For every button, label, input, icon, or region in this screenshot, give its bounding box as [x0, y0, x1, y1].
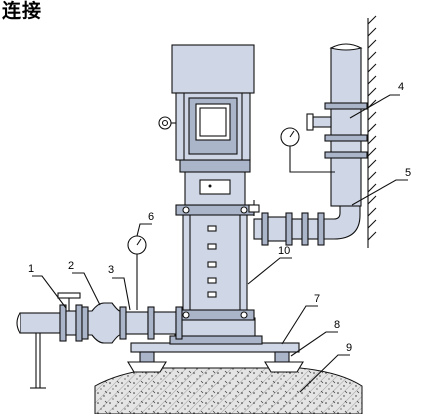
callout-9: 9	[346, 342, 352, 354]
diagram-title: 连接	[2, 0, 43, 22]
leader-lines	[32, 94, 408, 393]
callout-5: 5	[405, 167, 411, 179]
callout-3: 3	[108, 264, 114, 276]
coupling-bracket	[179, 159, 251, 206]
ground	[94, 367, 363, 415]
motor	[158, 44, 255, 161]
suction-pipe	[16, 292, 183, 389]
discharge-gauge-icon	[280, 127, 335, 173]
callout-10: 10	[278, 245, 290, 257]
pump-body	[175, 204, 255, 321]
callout-1: 1	[28, 263, 34, 275]
callout-2: 2	[68, 260, 74, 272]
wall	[367, 15, 377, 248]
callout-8: 8	[334, 319, 340, 331]
discharge-pipe	[248, 43, 368, 246]
suction-gauge-icon	[127, 235, 147, 310]
callout-4: 4	[398, 81, 404, 93]
pump-base	[169, 317, 263, 345]
callout-7: 7	[314, 293, 320, 305]
callout-6: 6	[148, 211, 154, 223]
callout-labels: 1 2 3 4 5 6 7 8 9 10	[28, 81, 411, 354]
